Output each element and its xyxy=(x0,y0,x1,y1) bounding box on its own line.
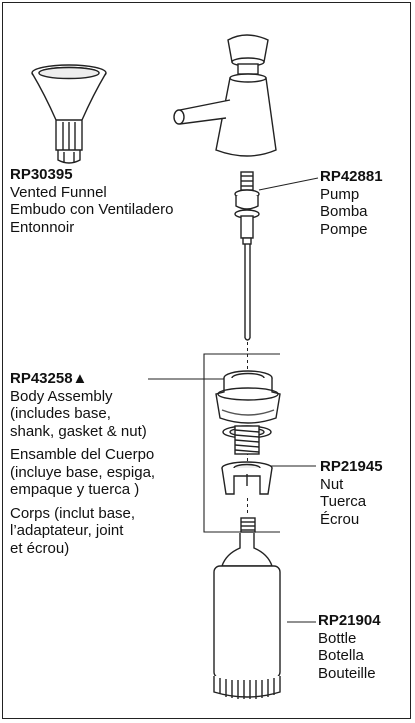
bottle-name-en: Bottle xyxy=(318,629,357,647)
pump-head-drawing xyxy=(173,34,277,157)
bottle-part-number: RP21904 xyxy=(318,612,381,629)
funnel-name-fr: Entonnoir xyxy=(10,218,75,236)
body-assembly-es-2: (incluye base, espiga, xyxy=(10,463,156,481)
bottle-name-es: Botella xyxy=(318,647,364,664)
pump-part-number: RP42881 xyxy=(320,168,383,185)
body-assembly-en-1: Body Assembly xyxy=(10,387,113,405)
bottle-name-fr: Bouteille xyxy=(318,664,376,682)
gasket-shank-drawing xyxy=(222,425,272,455)
nut-name-fr: Écrou xyxy=(320,510,360,528)
nut-part-number: RP21945 xyxy=(320,458,383,475)
body-assembly-es-3: empaque y tuerca ) xyxy=(10,481,140,498)
body-assembly-part-number: RP43258▲ xyxy=(10,370,88,387)
nut-name-es: Tuerca xyxy=(320,493,367,510)
pump-name-es: Bomba xyxy=(320,203,368,220)
body-assembly-fr-2: l’adaptateur, joint xyxy=(10,522,124,539)
nut-name-en: Nut xyxy=(320,475,344,493)
body-assembly-en-2: (includes base, xyxy=(10,405,111,422)
body-assembly-label: RP43258▲ Body Assembly (includes base, s… xyxy=(10,370,155,557)
body-assembly-fr-1: Corps (inclut base, xyxy=(10,504,136,522)
bottle-drawing xyxy=(213,517,281,699)
leader-lines xyxy=(148,177,319,623)
body-assembly-es-1: Ensamble del Cuerpo xyxy=(10,446,155,463)
bottle-label: RP21904 Bottle Botella Bouteille xyxy=(318,612,381,682)
pump-name-fr: Pompe xyxy=(320,220,368,238)
body-assembly-en-3: shank, gasket & nut) xyxy=(10,422,147,440)
funnel-part-number: RP30395 xyxy=(10,166,73,183)
nut-label: RP21945 Nut Tuerca Écrou xyxy=(320,458,383,528)
funnel-label: RP30395 Vented Funnel Embudo con Ventila… xyxy=(10,166,173,236)
body-assembly-fr-3: et écrou) xyxy=(10,539,70,557)
funnel-drawing xyxy=(31,64,107,164)
pump-name-en: Pump xyxy=(320,185,360,203)
body-base-drawing xyxy=(215,370,281,424)
funnel-name-en: Vented Funnel xyxy=(10,183,107,201)
diagram-frame xyxy=(2,2,411,719)
pump-cartridge-drawing xyxy=(234,171,260,341)
pump-label: RP42881 Pump Bomba Pompe xyxy=(320,168,383,238)
nut-drawing xyxy=(221,461,273,495)
funnel-name-es: Embudo con Ventiladero xyxy=(10,201,174,218)
